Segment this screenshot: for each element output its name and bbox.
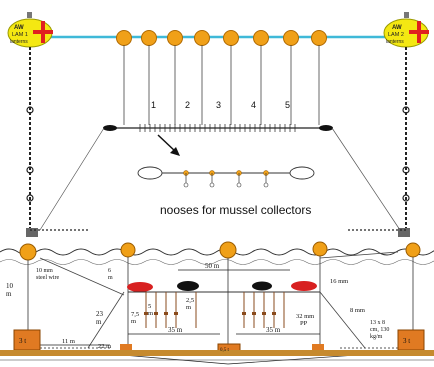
black-float <box>252 281 272 291</box>
right-buoy-label-2: LAM 2 <box>388 32 404 38</box>
nooses-detail <box>137 166 315 188</box>
rope-32mm-line2: PP <box>300 320 308 327</box>
depth-5m-line1: 5 <box>148 303 151 310</box>
rope-8mm-label: 8 mm <box>350 307 365 314</box>
small-6m-line1: 6 <box>108 268 111 274</box>
left-steel-wire <box>39 257 125 296</box>
float-droppers <box>123 45 320 125</box>
collector-weights <box>144 312 276 315</box>
headline-float <box>141 30 157 46</box>
dist-22m-label: 22 m <box>98 343 111 350</box>
left-mooring-line <box>39 127 105 231</box>
headline-float <box>253 30 269 46</box>
left-anchor-line <box>87 291 125 349</box>
small-anchor <box>120 344 132 350</box>
collector-number: 3 <box>216 100 221 110</box>
left-anchor-block <box>13 329 41 351</box>
right-chain <box>398 47 410 237</box>
left-buoy-label-3: lanterns <box>10 39 28 45</box>
headline-float <box>223 30 239 46</box>
small-6m-line2: m <box>108 275 113 281</box>
marker-buoy <box>19 243 37 261</box>
collector-ticks <box>139 124 296 132</box>
anchor-left-label: 3 t <box>19 337 26 345</box>
red-float <box>291 281 317 291</box>
dist-35m-right-label: 35 m <box>266 326 281 334</box>
right-buoy-label-3: lanterns <box>386 39 404 45</box>
rope-32mm-line1: 32 mm <box>296 313 314 320</box>
anchor-spec-line2: cm, 130 <box>370 327 389 333</box>
steel-wire-line2: steel wire <box>36 275 59 281</box>
depth-label-10m: 10 m <box>6 282 15 298</box>
left-buoy-label-2: LAM 1 <box>12 32 28 38</box>
rope-32mm-label: 32 mm PP <box>296 313 316 327</box>
buoy-lines <box>27 256 414 345</box>
collector-number: 5 <box>285 100 290 110</box>
marker-buoy <box>120 242 136 258</box>
left-buoy-label-1: AW <box>14 25 24 31</box>
left-chain <box>26 47 38 237</box>
seabed <box>0 350 434 356</box>
depth-10m-unit: m <box>6 290 12 298</box>
red-float <box>127 282 153 292</box>
span-50m-label: 50 m <box>205 262 220 270</box>
depth-2-5m-line1: 2,5 <box>186 297 194 304</box>
depth-23m-line1: 23 <box>96 310 104 318</box>
collector-number: 4 <box>251 100 256 110</box>
depth-7-5m-line2: m <box>131 318 136 325</box>
marker-buoy <box>405 242 421 258</box>
headline-float <box>311 30 327 46</box>
anchor-right-label: 3 t <box>403 337 410 345</box>
marker-buoy <box>219 241 237 259</box>
depth-7-5m-label: 7,5 m <box>131 311 141 325</box>
right-surface-wire <box>319 251 399 259</box>
depth-23m-label: 23 m <box>96 310 105 326</box>
depth-10m-line: 10 <box>6 282 14 290</box>
hanging-collectors <box>145 292 285 328</box>
depth-5m-label: 5 m <box>148 303 153 317</box>
dist-11m-label: 11 m <box>62 338 75 345</box>
right-anchor-line <box>319 291 366 349</box>
marker-buoys <box>19 241 421 261</box>
right-anchor-block <box>397 329 425 351</box>
dimension-lines <box>38 269 401 365</box>
right-lantern-buoy: AW LAM 2 lanterns <box>383 12 429 48</box>
depth-2-5m-line2: m <box>186 304 191 311</box>
depth-23m-line2: m <box>96 318 102 326</box>
headline-floats <box>116 30 327 46</box>
headline-float <box>194 30 210 46</box>
pointer-arrow <box>157 134 180 156</box>
depth-5m-line2: m <box>148 310 153 317</box>
anchor-spec-line3: kg/m <box>370 334 383 340</box>
depth-2-5m-label: 2,5 m <box>186 297 196 311</box>
dist-35m-left-label: 35 m <box>168 326 183 334</box>
headline-float <box>116 30 132 46</box>
anchor-spec-label: 13 x 8 cm, 130 kg/m <box>370 320 391 340</box>
depth-7-5m-line1: 7,5 <box>131 311 139 318</box>
subsurface-floats <box>127 281 317 292</box>
right-mooring-line <box>331 127 401 231</box>
anchor-center-label: 0,5 t <box>220 348 230 353</box>
right-buoy-label-1: AW <box>392 25 402 31</box>
steel-wire-label: 10 mm steel wire <box>36 268 59 281</box>
collector-number: 1 <box>151 100 156 110</box>
left-lantern-buoy: AW LAM 1 lanterns <box>7 12 53 48</box>
sea-surface-2 <box>0 259 434 265</box>
nooses-caption: nooses for mussel collectors <box>160 203 311 217</box>
headline-float <box>167 30 183 46</box>
small-6m-label: 6 m <box>108 268 113 281</box>
steel-wire-line1: 10 mm <box>36 268 53 274</box>
anchor-spec-line1: 13 x 8 <box>370 320 385 326</box>
backbone-line <box>103 125 333 131</box>
marker-buoy <box>312 241 328 257</box>
small-anchor <box>312 344 324 350</box>
headline-float <box>283 30 299 46</box>
collector-number: 2 <box>185 100 190 110</box>
black-float <box>177 281 199 291</box>
rope-16mm-label: 16 mm <box>330 278 348 285</box>
